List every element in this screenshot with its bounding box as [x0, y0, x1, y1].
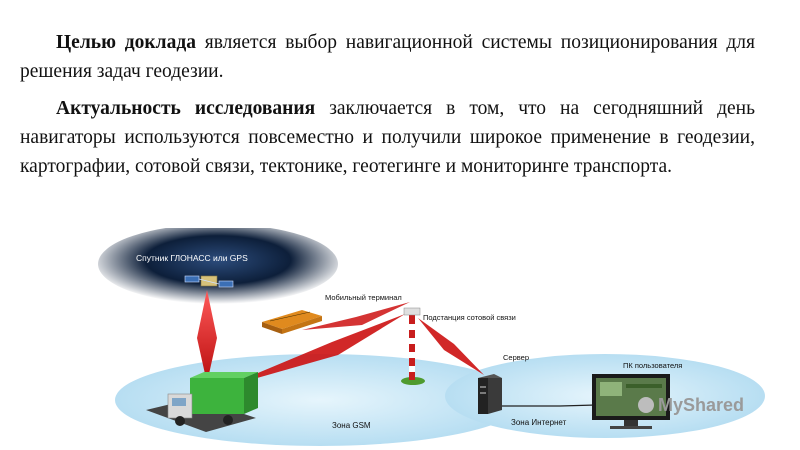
- relevance-heading: Актуальность исследования: [56, 98, 316, 119]
- paragraph-relevance: Актуальность исследования заключается в …: [20, 94, 755, 181]
- watermark-text: MyShared: [658, 395, 744, 415]
- beam-tower-server: [418, 318, 484, 375]
- user-pc-icon: [592, 374, 670, 429]
- watermark-logo-icon: [638, 397, 654, 413]
- server-icon: [478, 374, 502, 414]
- terminal-label: Мобильный терминал: [325, 293, 402, 302]
- truck-icon: [146, 372, 258, 432]
- beam-tower-truck: [222, 314, 405, 388]
- text-block: Целью доклада является выбор навигационн…: [20, 28, 755, 189]
- paragraph-goal: Целью доклада является выбор навигационн…: [20, 28, 755, 86]
- space-backdrop: [98, 228, 338, 304]
- internet-zone-label: Зона Интернет: [511, 418, 567, 427]
- navigation-diagram: Спутник ГЛОНАСС или GPS Мобильный термин…: [98, 228, 765, 446]
- myshared-watermark: MyShared: [638, 395, 744, 415]
- server-label: Сервер: [503, 353, 529, 362]
- satellite-icon: [184, 275, 234, 288]
- pc-label: ПК пользователя: [623, 361, 682, 370]
- goal-text: является выбор навигационной системы поз…: [20, 32, 756, 82]
- mobile-terminal-icon: [262, 310, 322, 334]
- cell-tower-icon: [401, 307, 425, 385]
- satellite-label: Спутник ГЛОНАСС или GPS: [136, 253, 248, 263]
- gsm-zone-label: Зона GSM: [332, 421, 371, 430]
- relevance-text: заключается в том, что на сегодняшний де…: [20, 98, 755, 177]
- tower-label: Подстанция сотовой связи: [423, 313, 516, 322]
- beam-satellite-truck: [197, 290, 217, 383]
- beam-terminal-tower: [302, 302, 410, 330]
- goal-heading: Целью доклада: [56, 32, 196, 53]
